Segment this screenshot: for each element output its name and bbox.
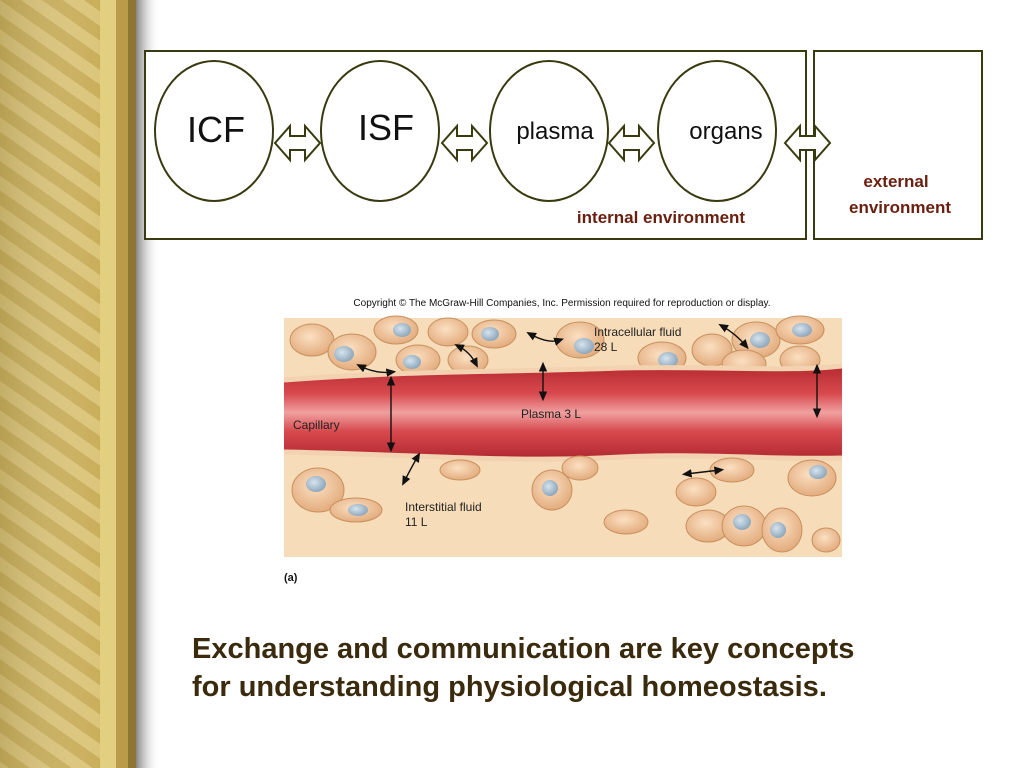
figure-copyright: Copyright © The McGraw-Hill Companies, I…	[353, 298, 770, 309]
intracellular-fluid-label: Intracellular fluid	[594, 325, 681, 339]
node-plasma: plasma	[489, 60, 609, 202]
external-environment-box	[813, 50, 983, 240]
node-label-icf: ICF	[187, 109, 245, 150]
external-environment-label-line2: environment	[849, 198, 951, 217]
capillary-vessel	[284, 366, 842, 460]
figure-panel-label: (a)	[284, 572, 298, 584]
double-arrow-icon	[607, 123, 656, 163]
node-organs: organs	[657, 60, 777, 202]
intracellular-fluid-volume: 28 L	[594, 340, 618, 354]
external-environment-label-line1: external	[863, 172, 928, 191]
slide-caption: Exchange and communication are key conce…	[192, 630, 992, 706]
decorative-sidebar	[0, 0, 160, 768]
tissue-cells-lower	[291, 455, 841, 553]
node-label-organs: organs	[689, 118, 762, 145]
node-label-isf: ISF	[358, 107, 414, 148]
internal-environment-label: internal environment	[577, 208, 745, 227]
double-arrow-icon	[783, 123, 832, 163]
double-arrow-icon	[273, 123, 322, 163]
capillary-label: Capillary	[293, 418, 340, 432]
plasma-volume-label: Plasma 3 L	[521, 407, 581, 421]
caption-line-2: for understanding physiological homeosta…	[192, 671, 827, 703]
capillary-illustration: Intracellular fluid 28 L Plasma 3 L Capi…	[283, 315, 843, 557]
double-arrow-icon	[440, 123, 489, 163]
caption-line-1: Exchange and communication are key conce…	[192, 633, 855, 665]
interstitial-fluid-label: Interstitial fluid	[405, 500, 482, 514]
exchange-arrows	[356, 323, 822, 486]
node-isf: ISF	[320, 60, 440, 202]
interstitial-fluid-volume: 11 L	[405, 515, 428, 529]
node-label-plasma: plasma	[516, 118, 594, 145]
node-icf: ICF	[154, 60, 274, 202]
